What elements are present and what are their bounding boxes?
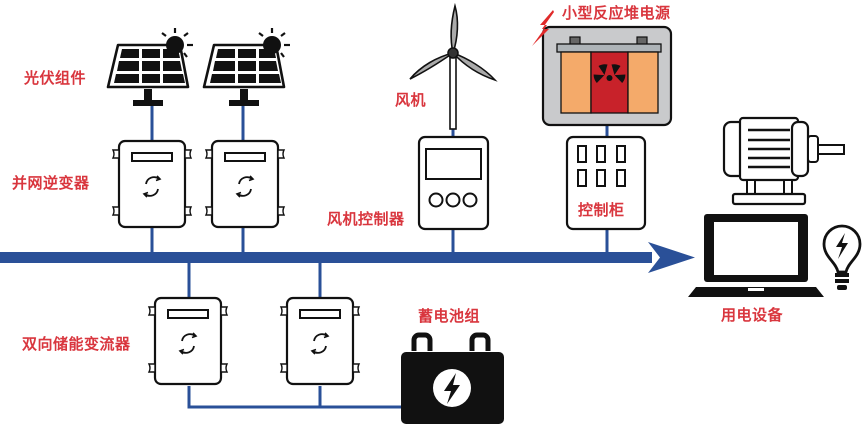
- light-bulb-icon: [822, 224, 862, 290]
- loads-label: 用电设备: [721, 306, 784, 324]
- wind-turbine-icon: [409, 2, 498, 130]
- battery-icon: [401, 332, 504, 424]
- motor-icon: [722, 116, 845, 206]
- solar-panel-icon: [202, 43, 286, 108]
- bidirectional-pcs-label: 双向储能变流器: [22, 335, 131, 353]
- pv-modules-label: 光伏组件: [24, 69, 87, 87]
- feeder-lines: [150, 100, 609, 409]
- main-bus-arrow: [0, 242, 695, 273]
- inverter-icon: [111, 139, 193, 229]
- reactor-label: 小型反应堆电源: [562, 4, 671, 22]
- battery-bank-label: 蓄电池组: [418, 307, 481, 325]
- radiation-icon: [593, 64, 626, 84]
- reactor-icon: [541, 25, 673, 127]
- control-cabinet-icon: [565, 135, 647, 231]
- lightning-icon: [532, 10, 554, 46]
- inverter-icon: [204, 139, 286, 229]
- controller-icon: [417, 135, 490, 231]
- laptop-icon: [688, 214, 824, 297]
- inverter-icon: [279, 296, 361, 386]
- control-cabinet-label: 控制柜: [578, 201, 625, 219]
- solar-panel-icon: [106, 43, 190, 108]
- grid-inverter-label: 并网逆变器: [12, 174, 90, 192]
- wind-turbine-label: 风机: [395, 91, 427, 109]
- wind-controller-label: 风机控制器: [327, 210, 405, 228]
- inverter-icon: [147, 296, 229, 386]
